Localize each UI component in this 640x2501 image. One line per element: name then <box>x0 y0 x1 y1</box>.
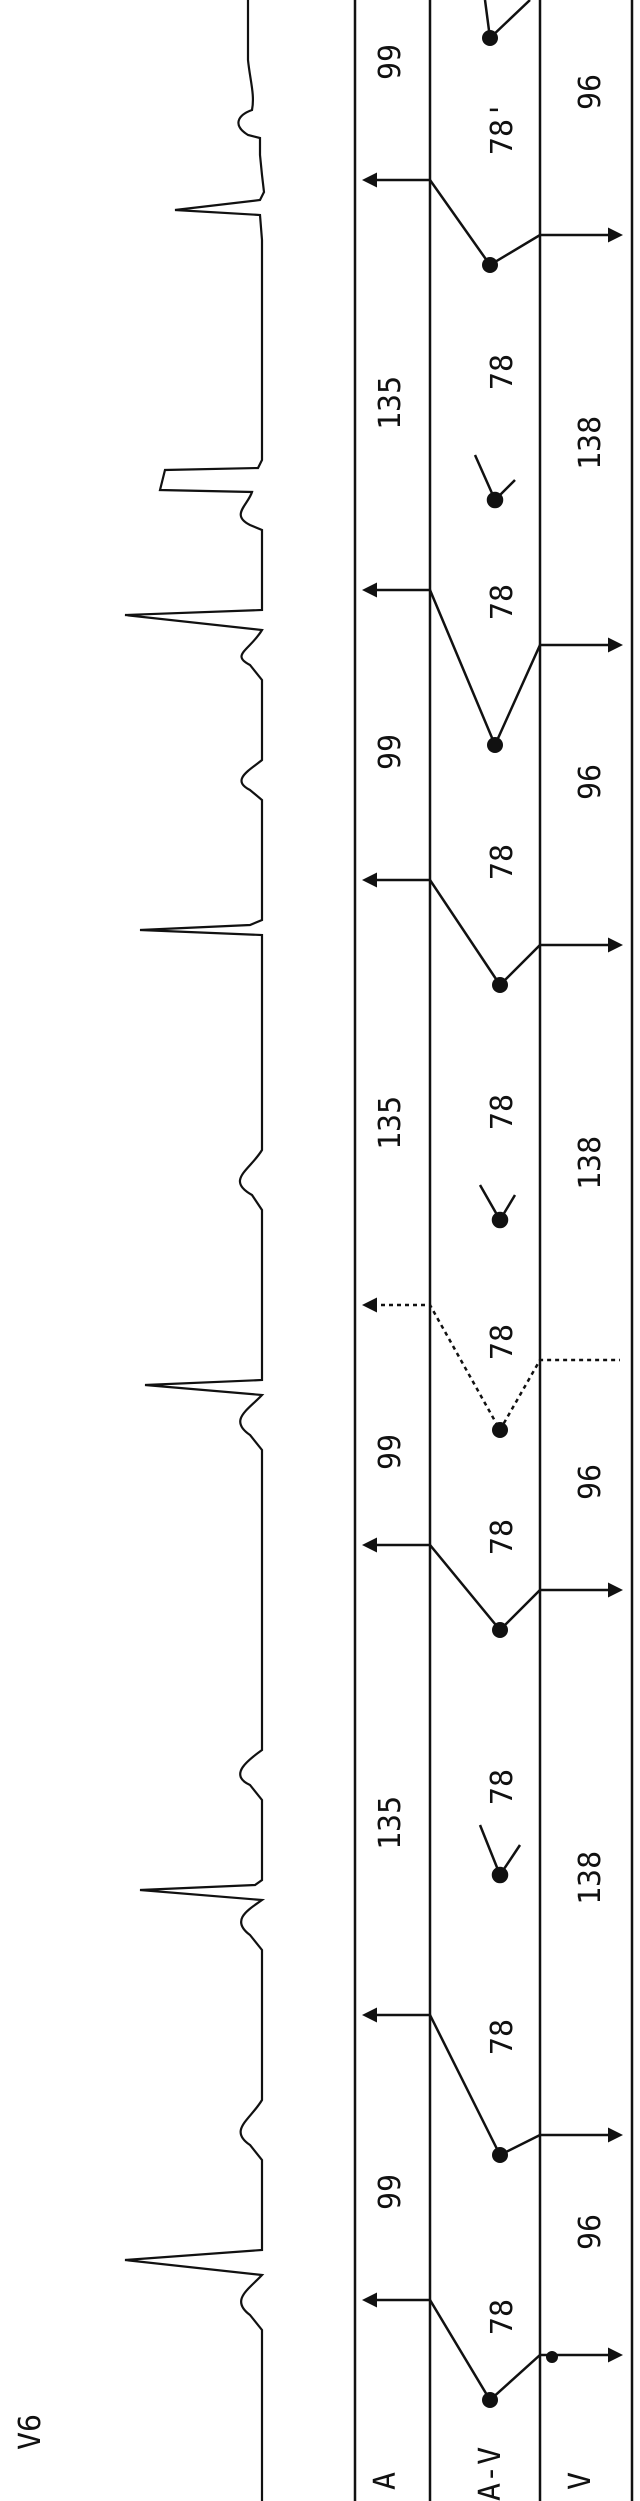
a-value: 99 <box>373 2174 408 2210</box>
av-value: 78' <box>485 101 520 155</box>
v-value: 96 <box>573 2214 608 2250</box>
av-value: 78 <box>485 584 520 620</box>
v-value: 138 <box>573 1851 608 1905</box>
a-row-values: 99 135 99 135 99 135 99 <box>373 44 408 2210</box>
row-label-av: A-V <box>473 2447 508 2501</box>
a-value: 99 <box>373 1434 408 1470</box>
av-value: 78 <box>485 1769 520 1805</box>
v-row-values: 96 138 96 138 96 138 96 <box>573 74 608 2250</box>
av-value: 78 <box>485 2019 520 2055</box>
a-value: 99 <box>373 734 408 770</box>
a-value: 135 <box>373 1796 408 1850</box>
v-value: 138 <box>573 1136 608 1190</box>
ecg-trace <box>124 0 266 2501</box>
lead-label: V6 <box>13 2414 48 2450</box>
av-node-dots <box>482 30 558 2408</box>
block-marks <box>473 454 522 1884</box>
v-value: 138 <box>573 416 608 470</box>
av-value: 78 <box>485 1519 520 1555</box>
v-value: 96 <box>573 74 608 110</box>
row-label-v: V <box>563 2472 598 2490</box>
a-value: 135 <box>373 376 408 430</box>
row-label-a: A <box>368 2472 403 2490</box>
av-value: 78 <box>485 1324 520 1360</box>
av-value: 78 <box>485 2299 520 2335</box>
a-value: 99 <box>373 44 408 80</box>
a-value: 135 <box>373 1096 408 1150</box>
av-value: 78 <box>485 844 520 880</box>
av-row-values: 78 78' 78 78 78 78 78 78 78 78 78 78 <box>485 101 520 2335</box>
av-value: 78 <box>485 354 520 390</box>
av-value: 78 <box>485 1094 520 1130</box>
v-value: 96 <box>573 1464 608 1500</box>
v-value: 96 <box>573 764 608 800</box>
